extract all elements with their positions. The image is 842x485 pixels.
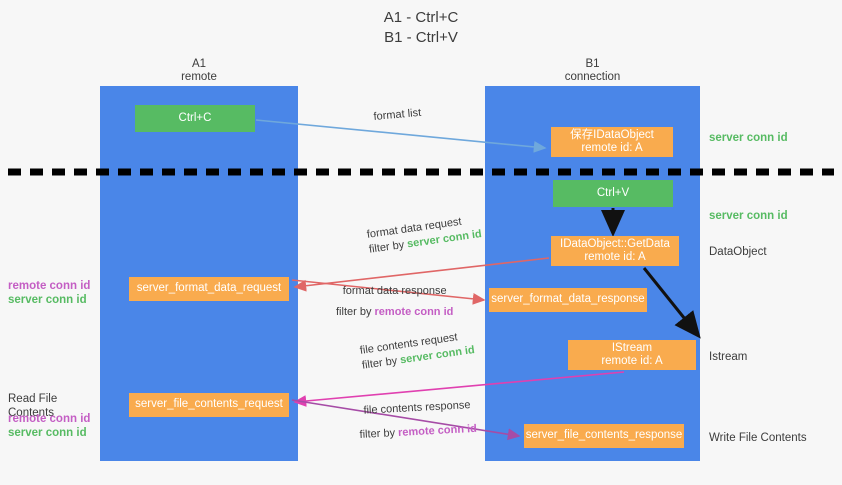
annotation-write-file-contents: Write File Contents (709, 432, 807, 444)
arrow-file-contents-response (291, 399, 521, 441)
box-save-idataobject[interactable]: 保存IDataObject remote id: A (551, 127, 673, 157)
filter-prefix: filter by (336, 306, 375, 318)
annotation-conn-ids-bottom: remote conn id server conn id (8, 412, 96, 440)
edge-label-file-contents-response: file contents response filter by remote … (358, 398, 477, 443)
box-server-file-contents-response[interactable]: server_file_contents_response (524, 424, 684, 448)
column-header-b1: B1 connection (564, 58, 621, 83)
arrow-format-data-response (291, 279, 486, 305)
box-idataobject-getdata[interactable]: IDataObject::GetData remote id: A (551, 236, 679, 266)
annotation-remote-conn-id: remote conn id (8, 280, 91, 292)
annotation-server-conn-id: server conn id (8, 294, 87, 306)
box-server-file-contents-response-label: server_file_contents_response (525, 429, 683, 442)
box-ctrl-c[interactable]: Ctrl+C (135, 105, 255, 132)
box-server-format-data-response-label: server_format_data_response (491, 293, 645, 306)
filter-prefix: filter by (359, 426, 399, 441)
arrow-getdata-to-istream (642, 267, 701, 339)
annotation-remote-conn-id: remote conn id (8, 413, 91, 425)
annotation-server-conn-id-top: server conn id (709, 132, 788, 144)
annotation-read-file-contents: Read File Contents (8, 393, 58, 419)
filter-prefix: filter by (368, 238, 409, 256)
box-ctrl-c-label: Ctrl+C (178, 111, 212, 124)
edge-label-format-data-response-filter: filter by remote conn id (336, 305, 453, 320)
annotation-server-conn-id: server conn id (8, 427, 87, 439)
box-idataobject-getdata-line1: IDataObject::GetData (560, 237, 670, 250)
box-server-format-data-request-label: server_format_data_request (136, 282, 282, 295)
annotation-dataobject: DataObject (709, 246, 767, 258)
arrow-format-list (255, 119, 547, 153)
box-istream-line1: IStream (611, 341, 653, 354)
box-server-format-data-request[interactable]: server_format_data_request (129, 277, 289, 301)
arrow-format-data-request (293, 257, 550, 292)
box-server-file-contents-request[interactable]: server_file_contents_request (129, 393, 289, 417)
arrow-file-contents-request (293, 371, 625, 407)
box-ctrl-v-label: Ctrl+V (596, 186, 630, 199)
column-header-a1: A1 remote (181, 58, 217, 83)
annotation-conn-ids-top: remote conn id server conn id (8, 279, 96, 307)
box-istream-line2: remote id: A (601, 355, 663, 367)
filter-value-remote-conn-id: remote conn id (397, 422, 478, 439)
box-save-idataobject-line1: 保存IDataObject (570, 128, 654, 141)
box-server-format-data-response[interactable]: server_format_data_response (489, 288, 647, 312)
annotation-istream: Istream (709, 351, 748, 363)
edge-label-format-data-response: format data response filter by remote co… (336, 284, 453, 320)
box-ctrl-v[interactable]: Ctrl+V (553, 180, 673, 207)
annotation-server-conn-id-second: server conn id (709, 210, 788, 222)
edge-label-format-data-response-title: format data response (342, 285, 447, 297)
filter-value-remote-conn-id: remote conn id (374, 306, 454, 318)
box-istream[interactable]: IStream remote id: A (568, 340, 696, 370)
box-server-file-contents-request-label: server_file_contents_request (135, 398, 283, 411)
box-idataobject-getdata-line2: remote id: A (584, 251, 646, 263)
box-save-idataobject-line2: remote id: A (581, 142, 643, 154)
filter-prefix: filter by (361, 354, 402, 372)
page-title: A1 - Ctrl+C B1 - Ctrl+V (383, 9, 459, 46)
